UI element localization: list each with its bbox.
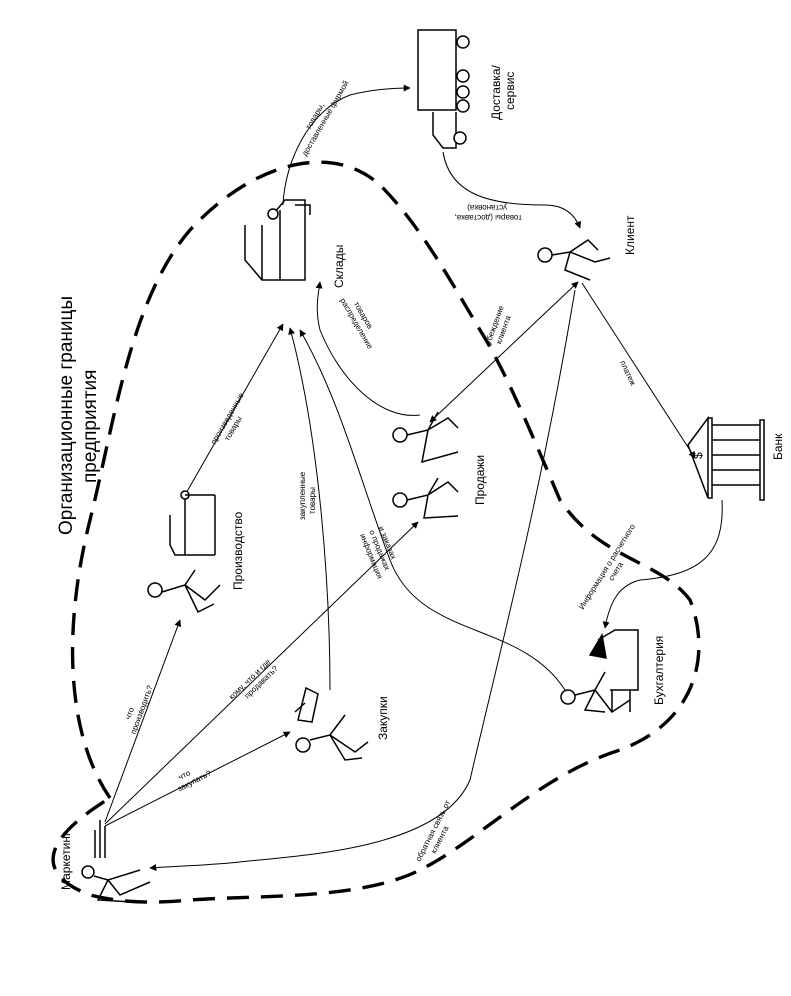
purchasing-label: Закупки <box>376 696 390 740</box>
bank-label: Банк <box>771 433 785 460</box>
bank-building-icon <box>687 415 765 501</box>
diagram-title-line1: Организационные границы <box>56 296 77 535</box>
flow-sales-info <box>299 329 566 691</box>
flow-bank-accounting <box>602 499 723 629</box>
client-person-icon <box>537 239 611 281</box>
organization-boundary <box>51 160 701 904</box>
marketing-label: Маркетинг <box>59 831 73 890</box>
label-purchased-goods-1: закупленные <box>298 471 307 520</box>
client-label: Клиент <box>623 215 637 255</box>
bank-dollar-icon: $ <box>691 452 705 459</box>
warehouse-label: Склады <box>332 245 346 288</box>
flow-marketing-sales <box>104 521 419 825</box>
flow-client-marketing <box>149 289 576 871</box>
production-label: Производство <box>231 511 245 590</box>
label-goods-client-2: установка) <box>467 203 507 212</box>
marketing-person-icon <box>81 820 151 903</box>
accounting-label: Бухгалтерия <box>652 636 666 705</box>
delivery-label-line2: сервис <box>503 72 517 110</box>
sales-label: Продажи <box>473 455 487 505</box>
label-goods-client-1: товары (доставка, <box>455 213 522 222</box>
flow-client-bank <box>581 282 696 459</box>
accountant-icon <box>560 629 639 714</box>
diagram-title-line2: предприятия <box>80 370 101 483</box>
warehouse-icon <box>244 199 311 281</box>
delivery-truck-icon <box>417 29 470 149</box>
production-person-icon <box>147 490 221 614</box>
flow-purchasing-warehouse <box>288 327 331 691</box>
delivery-label-line1: Доставка/ <box>489 64 503 120</box>
sales-people-icon <box>392 411 459 519</box>
flow-warehouse-delivery <box>282 84 411 206</box>
label-account-info-1: Информация о расчетного <box>577 522 637 611</box>
flow-marketing-production <box>104 619 182 823</box>
label-what-produce-1: что <box>123 706 136 721</box>
label-purchased-goods-2: товары <box>308 487 317 514</box>
flow-warehouse-sales <box>315 281 421 416</box>
flow-production-warehouse <box>184 323 284 496</box>
flow-marketing-purchasing <box>104 731 291 827</box>
label-payments: платеж <box>618 359 638 387</box>
flow-sales-client <box>429 281 579 423</box>
purchasing-person-icon <box>294 686 369 761</box>
flow-delivery-client <box>442 151 582 229</box>
